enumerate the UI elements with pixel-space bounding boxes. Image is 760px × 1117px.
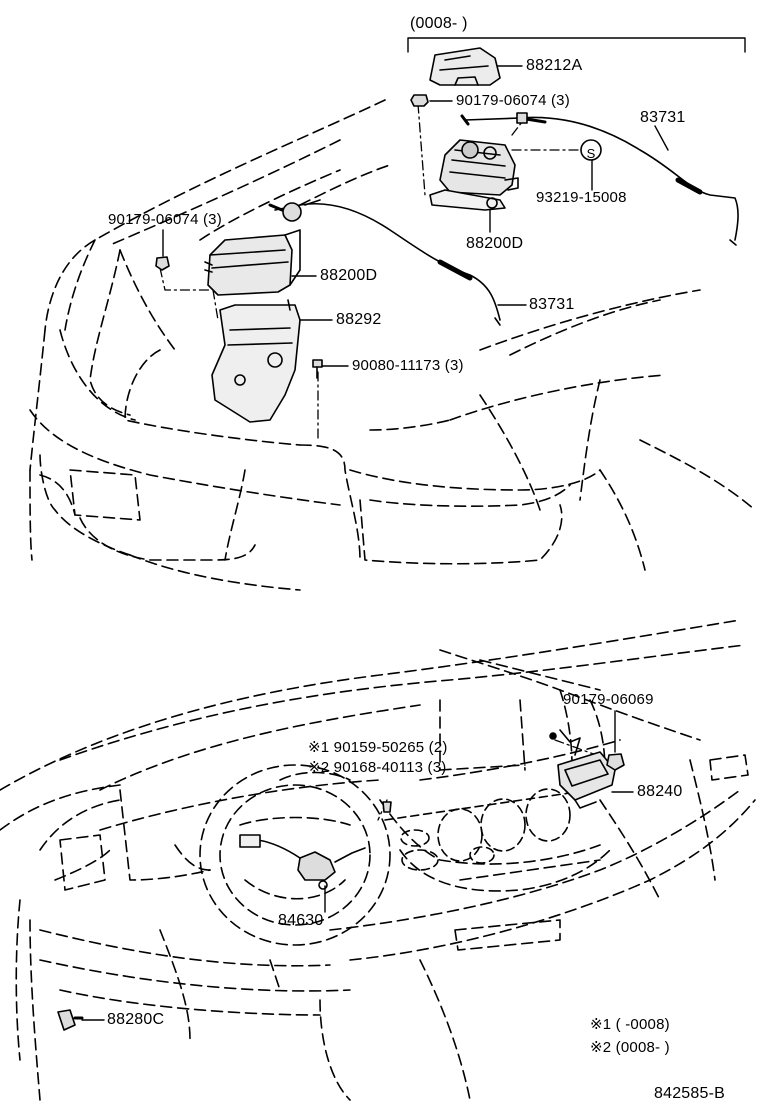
label-83731-right: 83731 [640,109,686,126]
label-note2-part: ※2 90168-40113 (3) [308,759,447,776]
actuator-88200D-right [429,139,519,211]
label-90080-11173: 90080-11173 (3) [352,357,464,374]
label-83731-mid: 83731 [529,296,575,313]
module-88240 [557,751,616,809]
screw-note [382,801,392,813]
label-88280C: 88280C [107,1011,165,1028]
label-90179-06074-left: 90179-06074 (3) [108,211,222,228]
bracket-near-88240 [549,729,581,756]
dashboard-outline [0,619,756,1101]
diagram-id: 842585-B [654,1085,725,1102]
nut-90179-06069 [606,753,625,771]
legend-note1: ※1 ( -0008) [590,1016,670,1033]
leader-lines [81,65,669,1021]
label-88240: 88240 [637,783,683,800]
part-cover-88212A [429,47,501,86]
label-note1-part: ※1 90159-50265 (2) [308,739,448,756]
label-93219-15008: 93219-15008 [536,189,627,206]
variant-bracket [407,37,746,53]
vehicle-body-outline [29,99,756,591]
label-88212A: 88212A [526,57,583,74]
clip-93219 [580,139,602,161]
label-84630: 84630 [278,912,324,929]
nut-top [410,94,429,107]
cable-83731-mid [268,199,501,326]
clip-symbol: S [586,146,596,161]
variant-range-top: (0008- ) [410,15,468,32]
actuator-88200D-left [204,229,301,296]
sensor-88280C [57,1009,84,1031]
legend-note2: ※2 (0008- ) [590,1039,670,1056]
instrument-gauges [384,788,591,871]
connection-lines [159,103,611,821]
label-90179-06069: 90179-06069 [563,691,654,708]
label-88292: 88292 [336,311,382,328]
bracket-88292 [211,299,301,423]
label-90179-06074-top: 90179-06074 (3) [456,92,570,109]
switch-84630 [239,834,366,890]
cable-83731-right [460,112,739,246]
label-88200D-left: 88200D [320,267,378,284]
nut-left [155,256,170,271]
steering-wheel [199,764,391,946]
bolt-90080 [312,359,323,379]
label-88200D-right: 88200D [466,235,524,252]
